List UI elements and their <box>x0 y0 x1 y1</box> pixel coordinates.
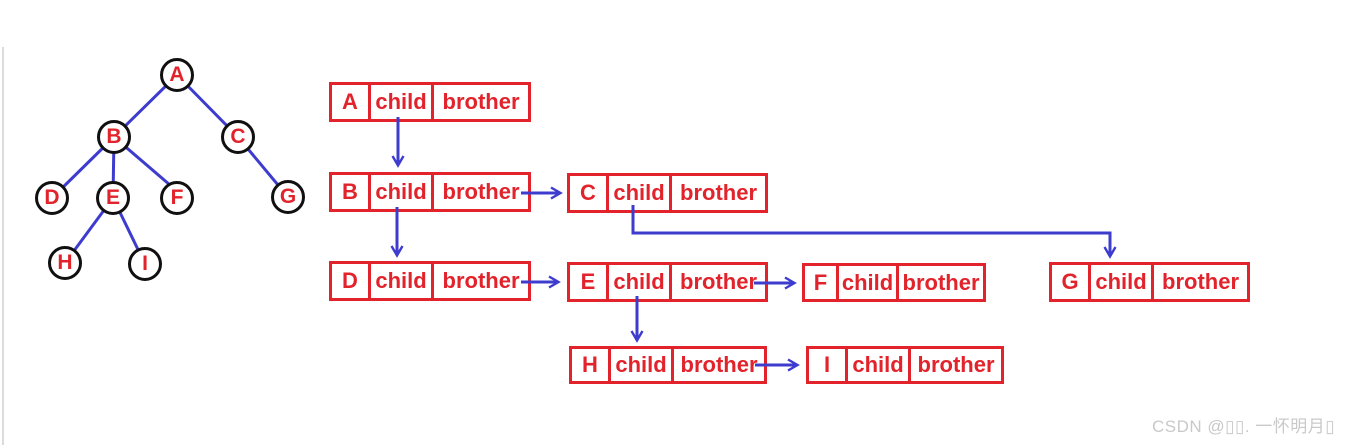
record-C-child-cell: child <box>606 176 669 210</box>
record-D-brother-cell: brother <box>431 264 528 298</box>
tree-node-G: G <box>271 180 305 214</box>
record-I-letter-cell: I <box>823 352 831 377</box>
record-E-child-cell: child <box>606 265 669 299</box>
record-D-child-cell: child <box>368 264 431 298</box>
record-D-letter-cell: D <box>342 268 358 293</box>
record-G-letter-cell: G <box>1061 269 1079 294</box>
record-I-child-cell: child <box>845 349 908 381</box>
record-H-brother-cell: brother <box>671 349 764 381</box>
tree-node-H: H <box>48 246 82 280</box>
csdn-watermark: CSDN @▯▯. 一怀明月▯ <box>1152 417 1336 436</box>
record-H-letter-cell: H <box>582 352 598 377</box>
record-I-brother-cell: brother <box>908 349 1001 381</box>
record-B-letter-cell: B <box>342 179 358 204</box>
tree-node-I: I <box>128 247 162 281</box>
tree-node-D: D <box>35 181 69 215</box>
record-F-child-cell: child <box>836 266 896 299</box>
record-C-brother-cell: brother <box>669 176 765 210</box>
tree-node-B: B <box>97 120 131 154</box>
record-G: G child brother <box>1049 262 1250 302</box>
record-H-child-cell: child <box>608 349 671 381</box>
record-A-letter-cell: A <box>342 89 358 114</box>
record-G-child-cell: child <box>1088 265 1151 299</box>
record-C: C child brother <box>567 173 768 213</box>
record-F: F child brother <box>802 263 986 302</box>
screenshot-edge-divider <box>2 47 4 445</box>
tree-edges <box>50 73 290 265</box>
record-A-child-cell: child <box>368 85 431 119</box>
tree-node-F: F <box>160 181 194 215</box>
record-B: B child brother <box>329 172 531 212</box>
record-E-brother-cell: brother <box>669 265 765 299</box>
record-G-brother-cell: brother <box>1151 265 1247 299</box>
record-A: A child brother <box>329 82 531 122</box>
record-B-child-cell: child <box>368 175 431 209</box>
tree-node-E: E <box>96 181 130 215</box>
pointer-arrows <box>390 117 1117 372</box>
record-F-brother-cell: brother <box>896 266 983 299</box>
tree-node-A: A <box>160 58 194 92</box>
record-E: E child brother <box>567 262 768 302</box>
record-E-letter-cell: E <box>580 269 596 294</box>
record-D: D child brother <box>329 261 531 301</box>
record-H: H child brother <box>569 346 767 384</box>
record-B-brother-cell: brother <box>431 175 528 209</box>
record-C-letter-cell: C <box>580 180 596 205</box>
record-A-brother-cell: brother <box>431 85 528 119</box>
record-I: I child brother <box>806 346 1004 384</box>
tree-node-C: C <box>221 120 255 154</box>
record-F-letter-cell: F <box>813 269 828 295</box>
